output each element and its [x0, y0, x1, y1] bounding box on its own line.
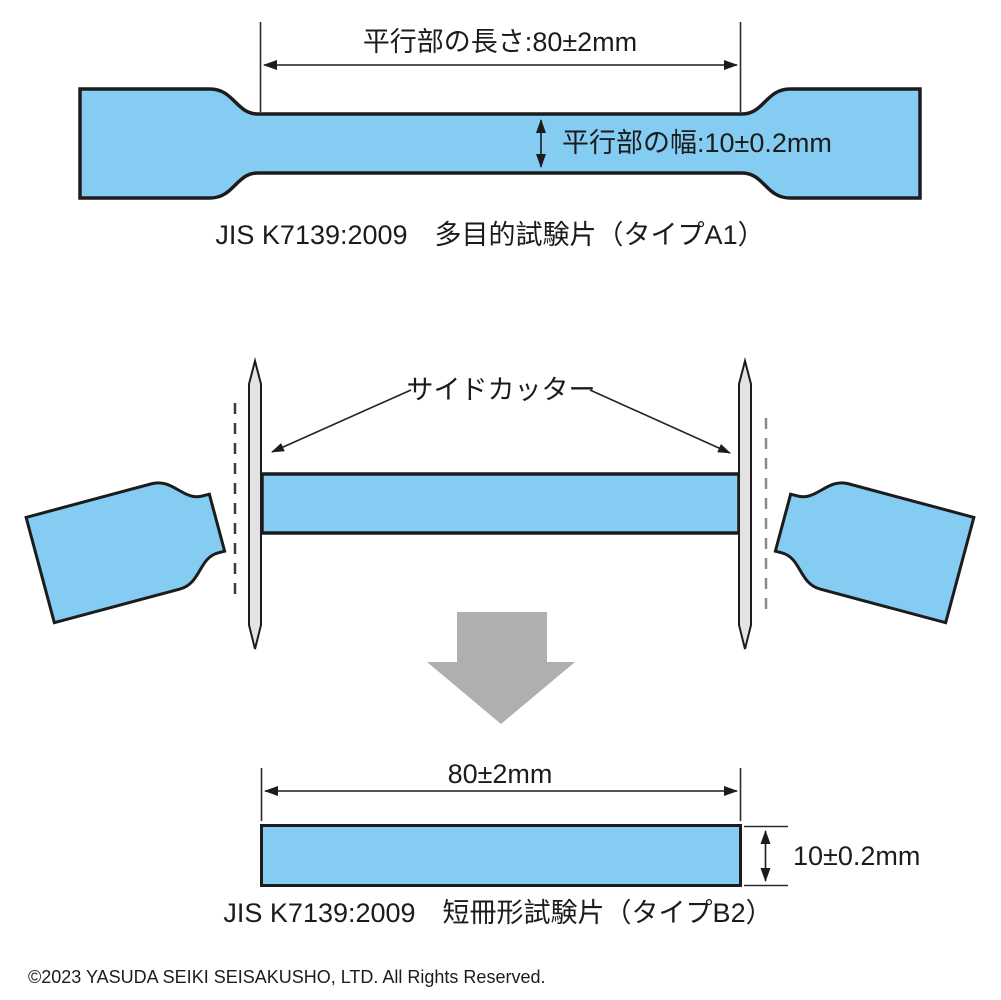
length-dimension-a1: 平行部の長さ:80±2mm: [259, 22, 742, 112]
copyright-text: ©2023 YASUDA SEIKI SEISAKUSHO, LTD. All …: [28, 967, 545, 987]
width-dimension-b2: 10±0.2mm: [744, 825, 920, 887]
dumbbell-specimen: [78, 87, 922, 200]
leader-arrow-right: [589, 389, 731, 454]
side-cutting-diagram: サイドカッター: [24, 357, 976, 650]
length-dimension-b2: 80±2mm: [260, 759, 742, 821]
width-dimension-label: 平行部の幅:10±0.2mm: [562, 128, 832, 158]
length-dimension-label: 平行部の長さ:80±2mm: [363, 27, 637, 57]
side-cutter-left: [248, 357, 262, 650]
leader-arrow-left: [271, 389, 412, 453]
side-cutter-right: [738, 357, 752, 650]
caption-a1: JIS K7139:2009 多目的試験片（タイプA1）: [215, 220, 764, 250]
width-dimension-label: 10±0.2mm: [793, 841, 920, 871]
cut-grip-left: [24, 481, 227, 625]
strip-specimen: [260, 824, 742, 887]
specimen-b2-diagram: 80±2mm 10±0.2mm JIS K7139:2009 短冊形試験片（タイ…: [223, 759, 920, 928]
cut-grip-right: [773, 481, 976, 625]
caption-b2: JIS K7139:2009 短冊形試験片（タイプB2）: [223, 898, 772, 928]
length-dimension-label: 80±2mm: [448, 759, 553, 789]
process-down-arrow: [427, 612, 575, 724]
specimen-a1-diagram: 平行部の長さ:80±2mm 平行部の幅:10±0.2mm JIS K7139:2…: [78, 22, 922, 250]
side-cutter-label: サイドカッター: [407, 375, 596, 405]
width-dimension-a1: 平行部の幅:10±0.2mm: [536, 119, 832, 168]
specimen-strip-center: [260, 472, 741, 535]
